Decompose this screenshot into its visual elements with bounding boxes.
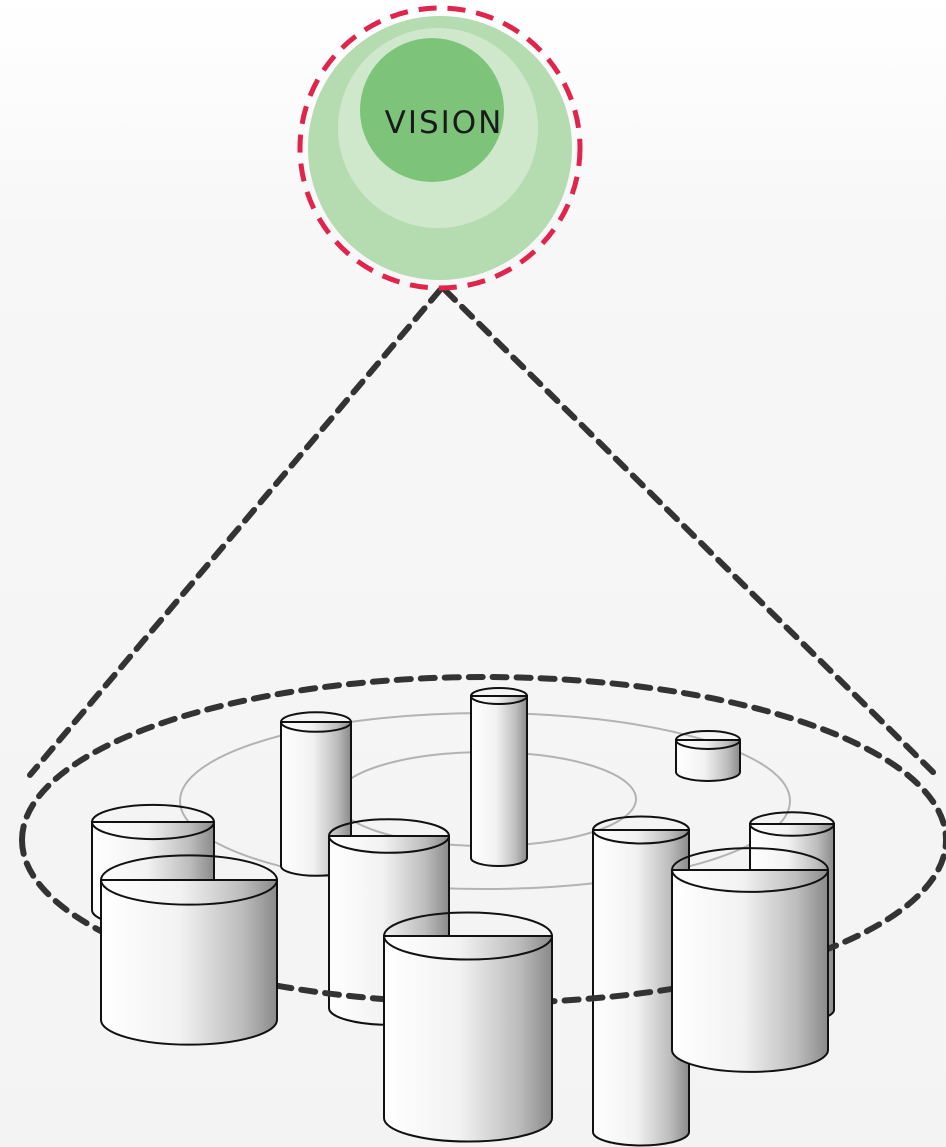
cylinder-small-back-right [675,730,741,782]
cylinder-tall-right [592,815,690,1147]
cone-line-right [442,287,939,778]
cone-line-left [27,287,443,778]
base-ellipse-back [19,674,946,843]
cylinder-left-front [100,854,278,1046]
vision-label: VISION [385,105,504,141]
vision-node: VISION [297,5,583,291]
vision-cone [27,287,939,778]
cylinder-right-front [671,847,829,1073]
cylinder-tall-center [470,687,528,867]
front-cylinder-group [100,847,829,1143]
vision-dashed-ring [297,5,583,291]
vision-inner-circle [360,38,504,182]
cylinder-front-center [383,911,553,1143]
